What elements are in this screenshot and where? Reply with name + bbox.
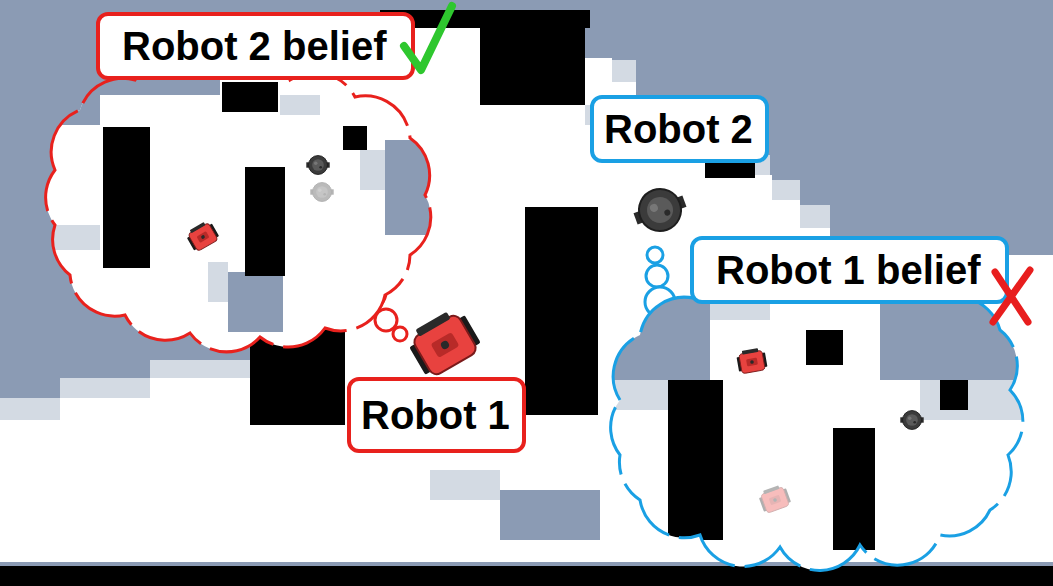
uncertain-cell <box>360 150 385 190</box>
robot-icon <box>184 219 220 253</box>
robot-label: Robot 1 belief <box>716 246 980 294</box>
obstacle <box>480 10 585 105</box>
robot-label: Robot 2 belief <box>122 22 386 70</box>
uncertain-cell <box>612 60 636 82</box>
uncertain-cell <box>20 225 100 250</box>
obstacle <box>222 82 278 112</box>
uncertain-cell <box>430 470 500 500</box>
uncertain-cell <box>920 380 1050 420</box>
obstacle <box>806 330 843 365</box>
uncertain-cell <box>590 380 668 410</box>
uncertain-cell <box>150 360 250 378</box>
uncertain-cell <box>60 378 150 398</box>
bubble-circle <box>393 327 407 341</box>
robot-1-icon <box>403 305 483 380</box>
wall <box>0 566 1053 586</box>
cross-mark <box>993 270 1030 322</box>
label-box: Robot 1 <box>347 377 526 453</box>
unknown-area <box>228 272 283 332</box>
label-box: Robot 1 belief <box>690 236 1009 304</box>
uncertain-cell <box>208 262 228 302</box>
belief-cloud <box>46 53 431 352</box>
unknown-area <box>500 490 600 540</box>
robot-icon <box>900 411 923 430</box>
unknown-area <box>20 95 100 125</box>
unknown-area <box>385 140 445 235</box>
obstacle <box>940 380 968 410</box>
obstacles <box>0 10 1053 586</box>
belief-map <box>20 40 450 370</box>
label-box: Robot 2 <box>590 95 769 163</box>
label-box: Robot 2 belief <box>96 12 415 80</box>
obstacle <box>245 167 285 276</box>
uncertain-cell <box>280 95 320 115</box>
robot-estimate <box>310 183 333 202</box>
free-space <box>20 40 450 370</box>
robot-label: Robot 1 <box>361 391 510 439</box>
uncertain-cell <box>800 205 830 228</box>
uncertain-cell <box>772 180 800 200</box>
belief-map <box>590 260 1050 586</box>
obstacle <box>103 127 150 268</box>
belief-cloud <box>611 268 1023 571</box>
obstacle <box>668 380 723 540</box>
obstacle <box>343 126 367 150</box>
robot-estimate <box>757 483 792 514</box>
bubble-circle <box>647 247 663 263</box>
free-space <box>590 260 1050 586</box>
bubble-circle <box>646 265 668 287</box>
robot-icon <box>736 347 768 374</box>
robot-icon <box>306 156 329 175</box>
robot-label: Robot 2 <box>604 105 753 153</box>
uncertain-cell <box>0 398 60 420</box>
obstacle <box>833 428 875 550</box>
robot-2-icon <box>628 181 691 238</box>
obstacle <box>525 207 598 415</box>
check-mark <box>404 6 452 70</box>
